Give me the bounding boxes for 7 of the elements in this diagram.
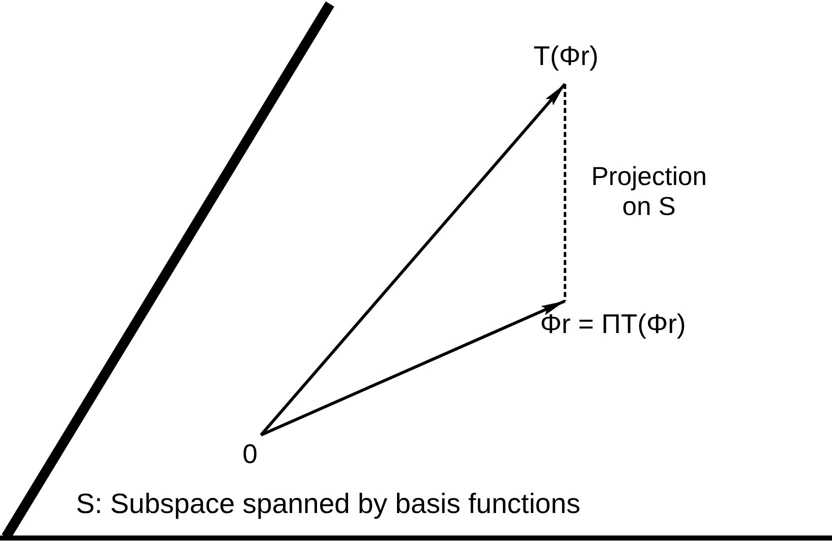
vector-arrow [260,300,566,436]
vector-arrow [260,83,566,436]
projection-line [564,84,566,301]
vector-label: Φr = ΠT(Φr) [540,310,686,338]
caption-text: S: Subspace spanned by basis functions [76,488,580,520]
vector-label: T(Φr) [533,42,598,70]
vector-label: 0 [242,440,258,468]
